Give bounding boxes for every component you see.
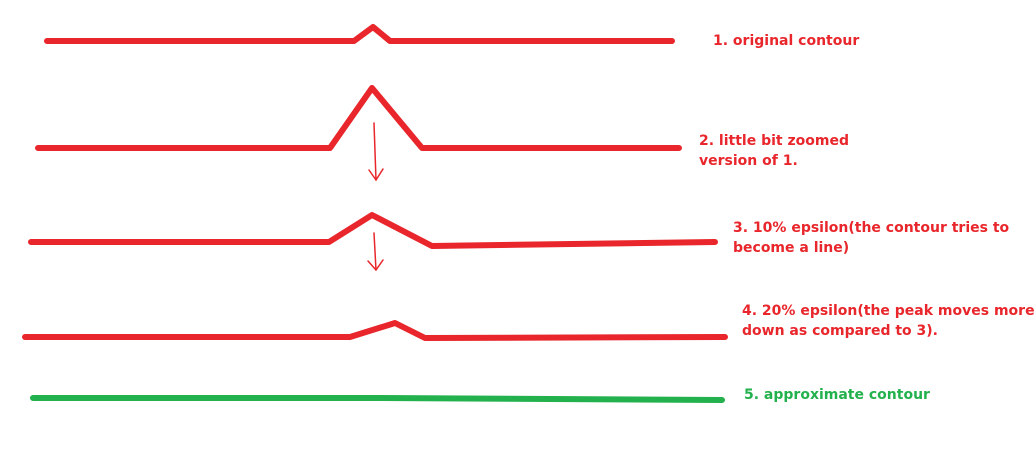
- step-5-label: 5. approximate contour: [744, 385, 930, 405]
- contour-1-original: [44, 24, 675, 44]
- step-3-label-line-2: become a line): [733, 240, 850, 256]
- contour-5-approximate: [30, 395, 725, 403]
- step-3-label-line-1: 3. 10% epsilon(the contour tries to: [733, 220, 1010, 236]
- down-arrow-icon: [368, 122, 384, 181]
- step-4-label-line-1: 4. 20% epsilon(the peak moves more: [742, 303, 1034, 319]
- step-3-label: 3. 10% epsilon(the contour tries to beco…: [733, 218, 1009, 258]
- step-1-label-line-1: 1. original contour: [713, 33, 860, 49]
- step-4-label: 4. 20% epsilon(the peak moves more down …: [742, 301, 1034, 341]
- step-2-label: 2. little bit zoomed version of 1.: [699, 131, 849, 171]
- step-2-label-line-1: 2. little bit zoomed: [699, 133, 849, 149]
- contour-4-epsilon-20: [22, 320, 728, 341]
- step-1-label: 1. original contour: [713, 31, 859, 51]
- contour-3-epsilon-10: [28, 212, 718, 249]
- down-arrow-icon: [367, 232, 384, 271]
- contour-2-zoomed: [35, 85, 682, 151]
- step-5-label-line-1: 5. approximate contour: [744, 387, 930, 403]
- step-4-label-line-2: down as compared to 3).: [742, 323, 938, 339]
- step-2-label-line-2: version of 1.: [699, 153, 798, 169]
